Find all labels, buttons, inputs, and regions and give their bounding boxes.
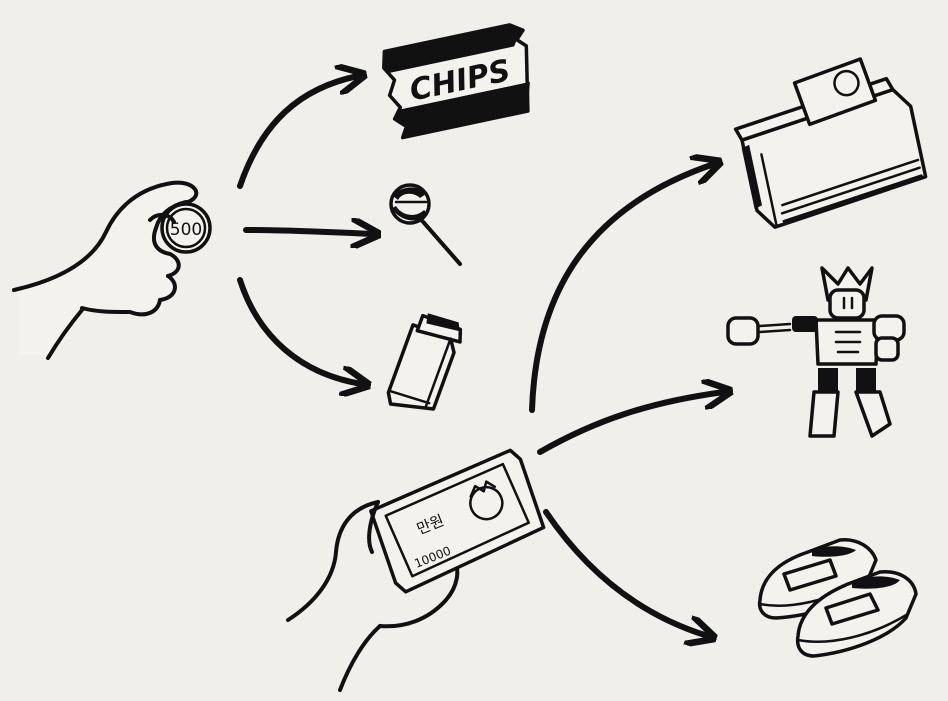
book-icon: [733, 57, 928, 229]
arrow-to-milk: [237, 277, 362, 384]
robot-toy-icon: [726, 266, 906, 438]
chips-bag-icon: CHIPS: [382, 23, 530, 140]
hand-with-banknote: 만원 10000: [286, 448, 546, 692]
milk-carton-icon: [386, 313, 463, 411]
arrow-to-chips: [237, 76, 358, 189]
shoes-icon: [757, 538, 918, 658]
banknote: 만원 10000: [369, 448, 546, 594]
arrow-to-book: [529, 164, 714, 413]
arrow-to-shoes: [543, 509, 708, 636]
coin: [160, 202, 212, 254]
lollipop-icon: [389, 183, 462, 266]
arrow-to-lollipop: [243, 230, 372, 234]
arrow-to-robot: [537, 392, 724, 455]
hand-with-coin: 500: [12, 180, 212, 360]
coin-value: 500: [170, 220, 202, 240]
